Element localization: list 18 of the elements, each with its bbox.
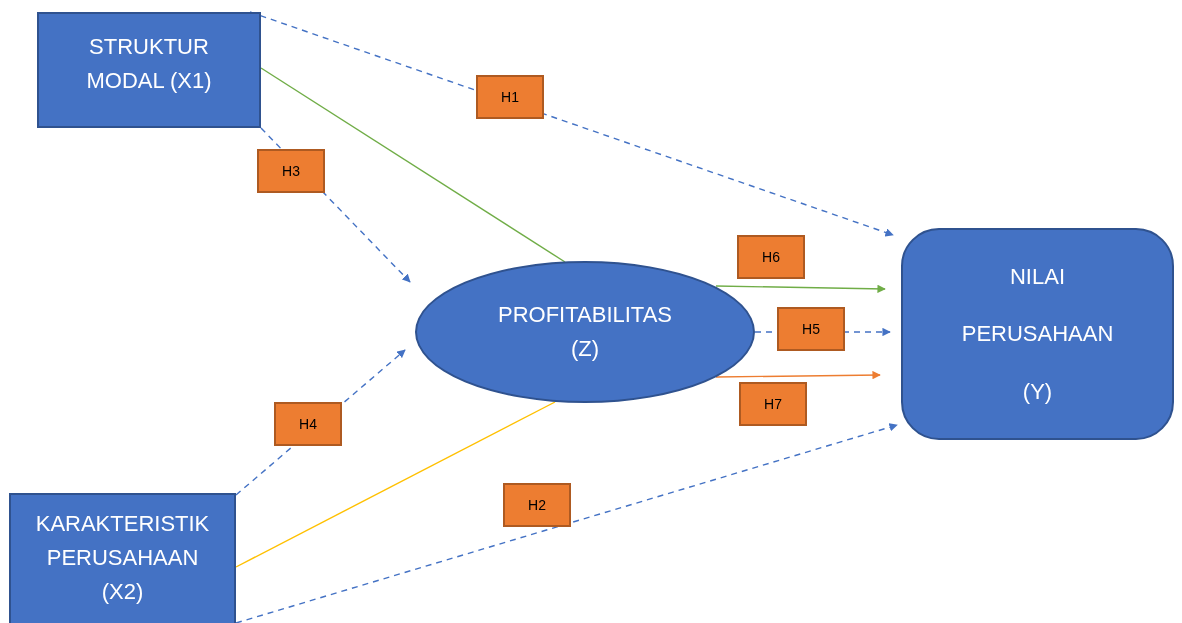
hypothesis-label: H2 [503,483,571,527]
arrow [235,423,898,623]
arrow [249,11,894,237]
hypothesis-label: H6 [737,235,805,279]
node-label: STRUKTUR MODAL (X1) [85,33,213,96]
variable-box [9,493,236,623]
variable-box [37,12,261,128]
arrow [715,284,886,294]
arrow [715,370,881,380]
node-label: PROFITABILITAS (Z) [498,300,672,363]
hypothesis-label: H7 [739,382,807,426]
node-label: NILAI PERUSAHAAN (Y) [961,263,1114,406]
hypothesis-label: H1 [476,75,544,119]
hypothesis-label: H3 [257,149,325,193]
node-label: KARAKTERISTIK PERUSAHAAN (X2) [35,510,210,607]
rounded-variable-box [901,228,1174,440]
hypothesis-label: H5 [777,307,845,351]
hypothesis-label: H4 [274,402,342,446]
